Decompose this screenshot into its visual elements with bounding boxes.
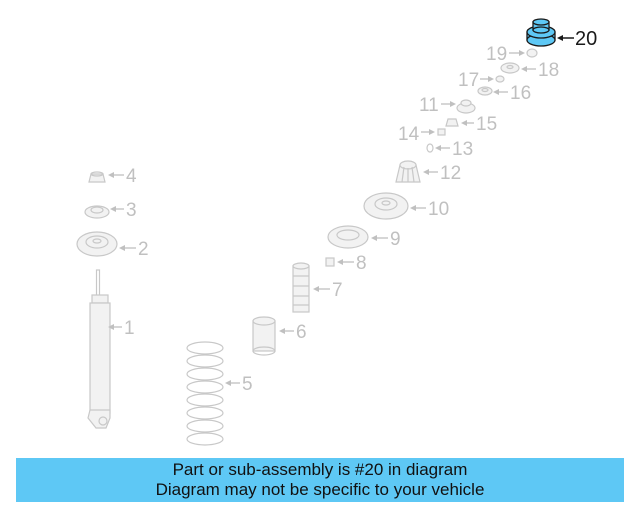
part-4-nut[interactable] [88,171,106,183]
banner-line-disclaimer: Diagram may not be specific to your vehi… [155,480,485,499]
part-3-washer[interactable] [84,205,110,219]
callout-label-4: 4 [126,166,137,187]
callout-12: 12 [423,163,461,184]
part-18-washer[interactable] [500,62,520,74]
callout-13: 13 [435,139,473,160]
part-20-highlighted[interactable] [526,18,556,47]
callout-label-16: 16 [510,83,531,104]
callout-label-5: 5 [242,374,253,395]
callout-8: 8 [337,253,367,274]
callout-label-7: 7 [332,280,343,301]
callout-15: 15 [461,114,497,135]
part-12-strut-mount[interactable] [395,160,421,183]
part-10-upper-seat[interactable] [363,192,409,220]
callout-10: 10 [410,199,449,220]
callout-label-2: 2 [138,239,149,260]
callout-19: 19 [486,44,525,65]
callout-4: 4 [108,166,137,187]
callout-9: 9 [371,229,401,250]
part-2-lower-mount[interactable] [76,231,118,257]
info-banner: Part or sub-assembly is #20 in diagram D… [16,458,624,502]
callout-2: 2 [119,239,149,260]
callout-label-17: 17 [458,70,479,91]
callout-7: 7 [313,280,343,301]
callout-11: 11 [419,95,456,116]
callout-label-6: 6 [296,322,307,343]
part-19-nut[interactable] [526,48,538,58]
callout-6: 6 [279,322,307,343]
callout-5: 5 [225,374,253,395]
callout-label-1: 1 [124,318,135,339]
callout-3: 3 [110,200,137,221]
callout-14: 14 [398,124,435,145]
callout-20: 20 [557,28,597,50]
callout-label-9: 9 [390,229,401,250]
callout-label-15: 15 [476,114,497,135]
part-6-bump-stop-sleeve[interactable] [252,316,276,356]
part-9-spring-seat[interactable] [327,225,369,249]
callout-label-14: 14 [398,124,420,145]
callout-1: 1 [108,318,135,339]
callout-label-11: 11 [419,95,439,116]
callout-18: 18 [521,60,559,81]
callout-label-13: 13 [452,139,473,160]
parts-diagram: 1 2 3 4 [76,18,597,446]
banner-line-part-number: Part or sub-assembly is #20 in diagram [172,460,468,479]
callout-label-12: 12 [440,163,461,184]
callout-17: 17 [458,70,494,91]
part-14-nut[interactable] [437,128,446,136]
callout-label-19: 19 [486,44,507,65]
part-16-washer[interactable] [477,86,493,96]
part-5-coil-spring[interactable] [186,341,224,446]
part-13-washer[interactable] [426,143,434,153]
callout-label-3: 3 [126,200,137,221]
part-1-shock-absorber[interactable] [87,269,111,429]
part-11-cap[interactable] [456,99,476,114]
part-15-bushing[interactable] [445,118,459,127]
callout-label-10: 10 [428,199,449,220]
part-7-bump-stop[interactable] [292,262,310,313]
part-8-bushing[interactable] [325,257,335,267]
callout-label-20: 20 [575,28,597,50]
callout-label-8: 8 [356,253,367,274]
callout-label-18: 18 [538,60,559,81]
callout-16: 16 [493,83,531,104]
part-17-nut[interactable] [495,75,505,83]
